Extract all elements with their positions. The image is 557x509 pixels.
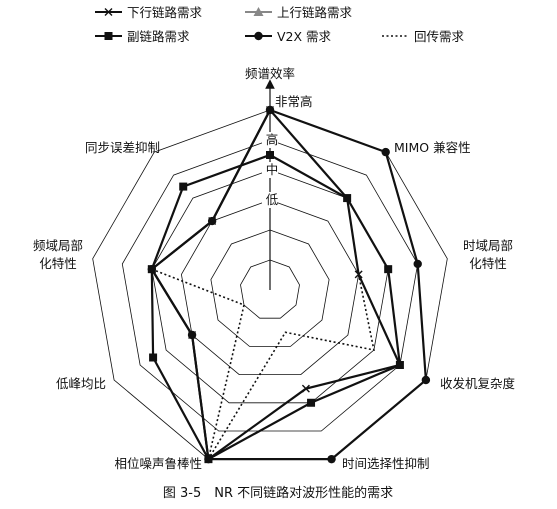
series-point (395, 361, 404, 369)
legend-marker (253, 7, 264, 16)
axis-label: 时间选择性抑制 (342, 456, 430, 471)
series-point (381, 147, 390, 157)
series-point (266, 151, 274, 159)
level-label-bg (262, 162, 278, 178)
axis-label: 低峰均比 (56, 376, 106, 391)
series-point (301, 384, 310, 393)
legend-item: 回传需求 (382, 29, 465, 44)
series-point (413, 259, 422, 269)
radar-grid: 频谱效率 (92, 66, 448, 460)
legend-item: 上行链路需求 (245, 5, 353, 20)
legend-item: 下行链路需求 (95, 5, 203, 20)
level-label-bg (262, 192, 278, 208)
grid-ring-2 (210, 229, 330, 347)
axis-label: 频域局部化特性 (33, 238, 83, 271)
series-line (150, 108, 428, 461)
legend-item: V2X 需求 (245, 29, 332, 44)
legend-marker (104, 32, 113, 40)
axis-label: 同步误差抑制 (85, 140, 160, 155)
grid-ring-3 (180, 199, 360, 376)
legend-label: 下行链路需求 (127, 5, 203, 20)
series-point (179, 182, 188, 191)
series-3 (147, 105, 431, 464)
legend-label: 副链路需求 (127, 29, 190, 44)
series-point (421, 375, 431, 385)
axis-label: MIMO 兼容性 (394, 140, 471, 155)
series-line (150, 153, 402, 461)
level-label-bg (262, 132, 278, 148)
axis-label: 时域局部化特性 (463, 238, 513, 271)
series-point (354, 270, 363, 279)
legend-label: V2X 需求 (277, 29, 332, 44)
series-point (147, 264, 157, 274)
series-point (187, 330, 197, 340)
series-0 (147, 106, 404, 464)
series-point (207, 216, 217, 226)
series-point (327, 454, 336, 464)
axis-label: 收发机复杂度 (440, 376, 516, 391)
level-labels: 低中高 (262, 132, 279, 208)
series-point (343, 194, 352, 203)
legend-label: 上行链路需求 (277, 5, 353, 20)
level-label: 高 (266, 132, 279, 147)
chart-caption: 图 3-5 NR 不同链路对波形性能的需求 (163, 485, 393, 501)
series-point (384, 265, 393, 274)
series-point (149, 353, 158, 362)
series-point (265, 105, 275, 115)
level-label: 低 (266, 192, 279, 207)
level-label: 中 (266, 162, 279, 177)
legend-label: 回传需求 (414, 29, 465, 44)
axis-label: 相位噪声鲁棒性 (114, 456, 202, 471)
series-point (204, 454, 213, 464)
grid-ring-1 (240, 259, 300, 319)
series-layer (147, 105, 431, 464)
series-point (307, 398, 316, 407)
legend-marker (254, 31, 263, 41)
axis-label: 非常高 (275, 94, 313, 109)
value-axis-title: 频谱效率 (245, 66, 295, 81)
legend-marker (104, 8, 113, 16)
legend-item: 副链路需求 (95, 29, 190, 44)
grid-ring-5 (121, 139, 419, 432)
